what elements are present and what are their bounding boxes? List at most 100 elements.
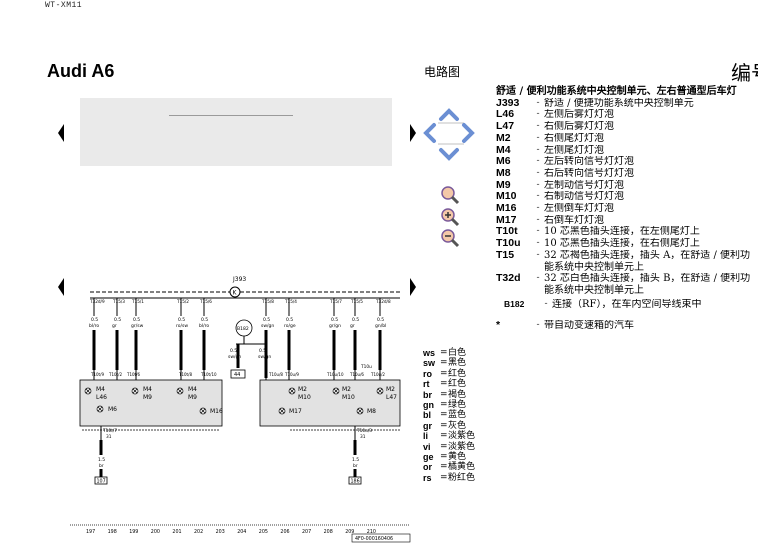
bulb-label: M4 — [188, 386, 197, 393]
ground-wire-color: br — [99, 463, 104, 469]
legend-item: M2-右侧尾灯灯泡 — [496, 132, 758, 145]
legend-item-text: 舒适 / 便捷功能系统中央控制单元 — [544, 97, 694, 109]
magnifier-icon[interactable] — [441, 186, 460, 205]
ruler-tick: 209 — [345, 529, 354, 535]
wire-0: T32d/90.5bl/ro — [89, 298, 105, 380]
wire-color-item: or=橘黄色 — [423, 462, 476, 473]
wire-color-name: 黄色 — [448, 452, 467, 463]
legend-item-dash: - — [536, 109, 540, 120]
connector-label: T10t/8 — [178, 372, 192, 377]
bulb-m4: M4 — [176, 386, 197, 395]
wire-5: T15/80.5sw/gn — [261, 298, 274, 380]
svg-text:sw/gn: sw/gn — [258, 354, 271, 360]
wire-color-item: br=褐色 — [423, 389, 475, 401]
wire-color-item: li=淡紫色 — [423, 431, 476, 442]
legend-item-code: L47 — [496, 120, 515, 133]
legend-item: T10t-10 芯黑色插头连接，在左侧尾灯上 — [496, 226, 758, 238]
legend-item-code: M9 — [496, 178, 511, 191]
legend-item-text: 右侧尾灯灯泡 — [544, 132, 604, 144]
bulb-label: L46 — [96, 394, 107, 401]
wire-color-item: gn=绿色 — [423, 400, 475, 411]
bulb-label: M10 — [342, 394, 355, 401]
chevron-left-icon[interactable] — [423, 123, 436, 143]
prev-page-arrow-icon[interactable] — [58, 124, 64, 142]
bulb-m8: M8 — [356, 407, 376, 415]
control-unit-symbol-text: K — [233, 290, 238, 297]
chevron-down-icon[interactable] — [439, 148, 459, 161]
wire-color-name: 褐色 — [448, 389, 467, 401]
wire-color-equals: = — [440, 420, 448, 431]
chevron-right-icon[interactable] — [462, 123, 475, 143]
wire-1: T15/30.5gr — [112, 298, 125, 380]
connector-label: T10u/10 — [326, 372, 344, 377]
connector-label: T10u/8 — [268, 372, 283, 377]
ground-wire-size: 1.5 — [352, 457, 359, 463]
wire-size: 0.5 — [178, 317, 185, 323]
wire-color-equals: = — [440, 462, 448, 473]
legend-item: M4-左侧尾灯灯泡 — [496, 143, 758, 157]
bulb-m2: M2 — [288, 386, 307, 395]
bulb-m4: M4 — [84, 386, 105, 395]
ruler-tick: 202 — [194, 529, 203, 535]
bulb-m10: M10 — [342, 394, 355, 401]
wire-color-item: sw=黑色 — [423, 358, 475, 369]
ruler-tick: 210 — [367, 529, 376, 535]
legend-item-text: 左侧后雾灯灯泡 — [544, 109, 614, 121]
legend-item-text: 右倒车灯灯泡 — [544, 214, 604, 226]
legend-item-dash: - — [544, 298, 548, 309]
right-tail-lamp-unit — [259, 379, 401, 427]
chevron-up-icon[interactable] — [439, 108, 459, 121]
legend-item-text: 带自动变速箱的汽车 — [544, 320, 634, 332]
wire-color-code: ge — [423, 452, 434, 463]
pin-label: T32d/9 — [89, 299, 105, 304]
connector-label: T10t/9 — [90, 372, 104, 377]
bulb-label: M6 — [108, 406, 117, 413]
legend-item-code: M6 — [496, 155, 511, 168]
wire-color-name: 黑色 — [448, 358, 467, 369]
legend-item-text: 右制动信号灯灯泡 — [544, 191, 624, 203]
ruler-tick: 201 — [172, 529, 181, 535]
bulb-m6: M6 — [96, 405, 117, 413]
wire-color-code: ws — [423, 348, 436, 358]
bulb-m2: M2 — [332, 386, 351, 395]
wire-color-equals: = — [440, 348, 448, 358]
wire-color-equals: = — [440, 400, 448, 411]
bulb-label: M16 — [210, 408, 223, 415]
wire-color: gn/bl — [375, 323, 386, 329]
wire-color: bl/ro — [89, 323, 99, 329]
wire-size: 0.5 — [133, 317, 140, 323]
brand-title: Audi A6 — [47, 61, 115, 81]
wire-color-code: gr — [423, 420, 432, 431]
wire-color: bl/ro — [199, 323, 209, 329]
ground-wire-size: 1.5 — [98, 457, 105, 463]
legend-item-text: 左制动信号灯灯泡 — [544, 179, 624, 191]
bulb-label: M9 — [188, 394, 197, 401]
legend-item-dash: - — [536, 156, 540, 167]
pin-label: T15/6 — [199, 299, 212, 304]
wire-4: T15/60.5bl/ro — [199, 298, 212, 380]
next-page-arrow-icon[interactable] — [410, 124, 416, 142]
zoom-tools — [441, 186, 460, 248]
wire-color: sw/gn — [261, 323, 274, 329]
ruler-tick: 199 — [129, 529, 138, 535]
legend-item: L47-右侧后雾灯灯泡 — [496, 120, 758, 133]
wire-color-code: ro — [423, 368, 432, 379]
legend-item: M10-右制动信号灯灯泡 — [496, 191, 758, 203]
legend-item-code: M4 — [496, 143, 511, 156]
wire-color-name: 蓝色 — [448, 410, 467, 421]
wire-color-equals: = — [440, 441, 448, 452]
ground-pin: T10t/7 — [102, 428, 117, 434]
prev-diagram-arrow-icon[interactable] — [58, 278, 64, 296]
next-diagram-arrow-icon[interactable] — [410, 278, 416, 296]
ruler-tick: 197 — [86, 529, 95, 535]
zoom-in-icon[interactable] — [441, 208, 460, 227]
wire-color-item: ge=黄色 — [423, 452, 475, 463]
legend-item-text: 右侧后雾灯灯泡 — [544, 121, 614, 133]
pin-label: T15/3 — [112, 299, 125, 304]
legend-item: M8-右后转向信号灯灯泡 — [496, 167, 758, 180]
wire-color-code: li — [423, 431, 429, 442]
zoom-out-icon[interactable] — [441, 229, 460, 248]
wire-color-item: rt=红色 — [423, 379, 475, 390]
legend-item-text: 10 芯黑色插头连接，在右侧尾灯上 — [544, 238, 700, 250]
svg-text:B182: B182 — [237, 326, 249, 332]
